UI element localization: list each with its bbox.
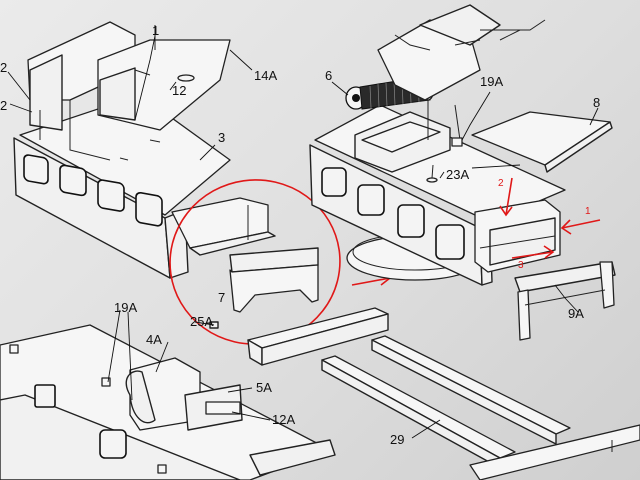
right-cab-hood bbox=[377, 19, 481, 101]
right-body-assembly bbox=[309, 4, 616, 341]
callout-5A: 5A bbox=[256, 380, 272, 395]
bottom-step bbox=[249, 439, 336, 476]
callout-6: 6 bbox=[325, 68, 332, 83]
beam-29-face bbox=[321, 359, 501, 469]
callout-1: 1 bbox=[152, 23, 159, 38]
left-cab-side bbox=[29, 54, 63, 131]
beam-parts bbox=[247, 307, 640, 480]
callout-2-upper: 2 bbox=[0, 60, 7, 75]
beam-29-lower bbox=[371, 335, 571, 435]
callout-29: 29 bbox=[390, 432, 404, 447]
callout-23A: 23A bbox=[446, 167, 469, 182]
callout-4A: 4A bbox=[146, 332, 162, 347]
bottom-left-assembly bbox=[0, 321, 336, 480]
part-9A-leg-right bbox=[599, 261, 615, 309]
callout-25A: 25A bbox=[190, 314, 213, 329]
callout-19A-top: 19A bbox=[480, 74, 503, 89]
beam-bottom-right bbox=[469, 424, 640, 480]
part-9A-frame-top bbox=[514, 261, 616, 293]
red-arrow-3 bbox=[511, 245, 555, 259]
red-arrow-2 bbox=[499, 177, 513, 217]
part-7-cab-assembly bbox=[171, 197, 319, 313]
part-12A-bar bbox=[205, 401, 241, 415]
callout-8: 8 bbox=[593, 95, 600, 110]
callout-7: 7 bbox=[218, 290, 225, 305]
horn-part-12 bbox=[177, 74, 195, 82]
left-body-windows bbox=[23, 154, 163, 227]
part-8-plate-edge bbox=[544, 121, 613, 173]
callout-14A: 14A bbox=[254, 68, 277, 83]
callout-12A: 12A bbox=[272, 412, 295, 427]
red-number-2: 2 bbox=[498, 178, 504, 189]
right-body-windows bbox=[321, 167, 465, 260]
beam-top-face bbox=[261, 313, 389, 366]
callout-9A: 9A bbox=[568, 306, 584, 321]
red-arrow-1 bbox=[560, 219, 601, 235]
callout-19A-bottom: 19A bbox=[114, 300, 137, 315]
part-7-front-plate bbox=[229, 264, 319, 313]
right-cab-roof bbox=[419, 4, 501, 46]
callout-labels: 2 2 1 12 14A 3 7 6 19A 8 23A 9A 19A 25A … bbox=[0, 23, 600, 447]
red-number-labels: 1 2 3 bbox=[498, 178, 591, 271]
part-19A-top bbox=[451, 137, 463, 147]
callout-12: 12 bbox=[172, 83, 186, 98]
callout-3: 3 bbox=[218, 130, 225, 145]
part-7-back-panel bbox=[171, 197, 269, 249]
beam-29-lower-face bbox=[371, 339, 557, 445]
callout-2-lower: 2 bbox=[0, 98, 7, 113]
part-9A-leg-left bbox=[517, 289, 531, 341]
red-number-1: 1 bbox=[585, 206, 591, 217]
red-number-3: 3 bbox=[518, 260, 524, 271]
part-7-shelf bbox=[189, 231, 276, 256]
radiator-box-top bbox=[361, 121, 441, 153]
part-4A-curve bbox=[125, 370, 156, 424]
